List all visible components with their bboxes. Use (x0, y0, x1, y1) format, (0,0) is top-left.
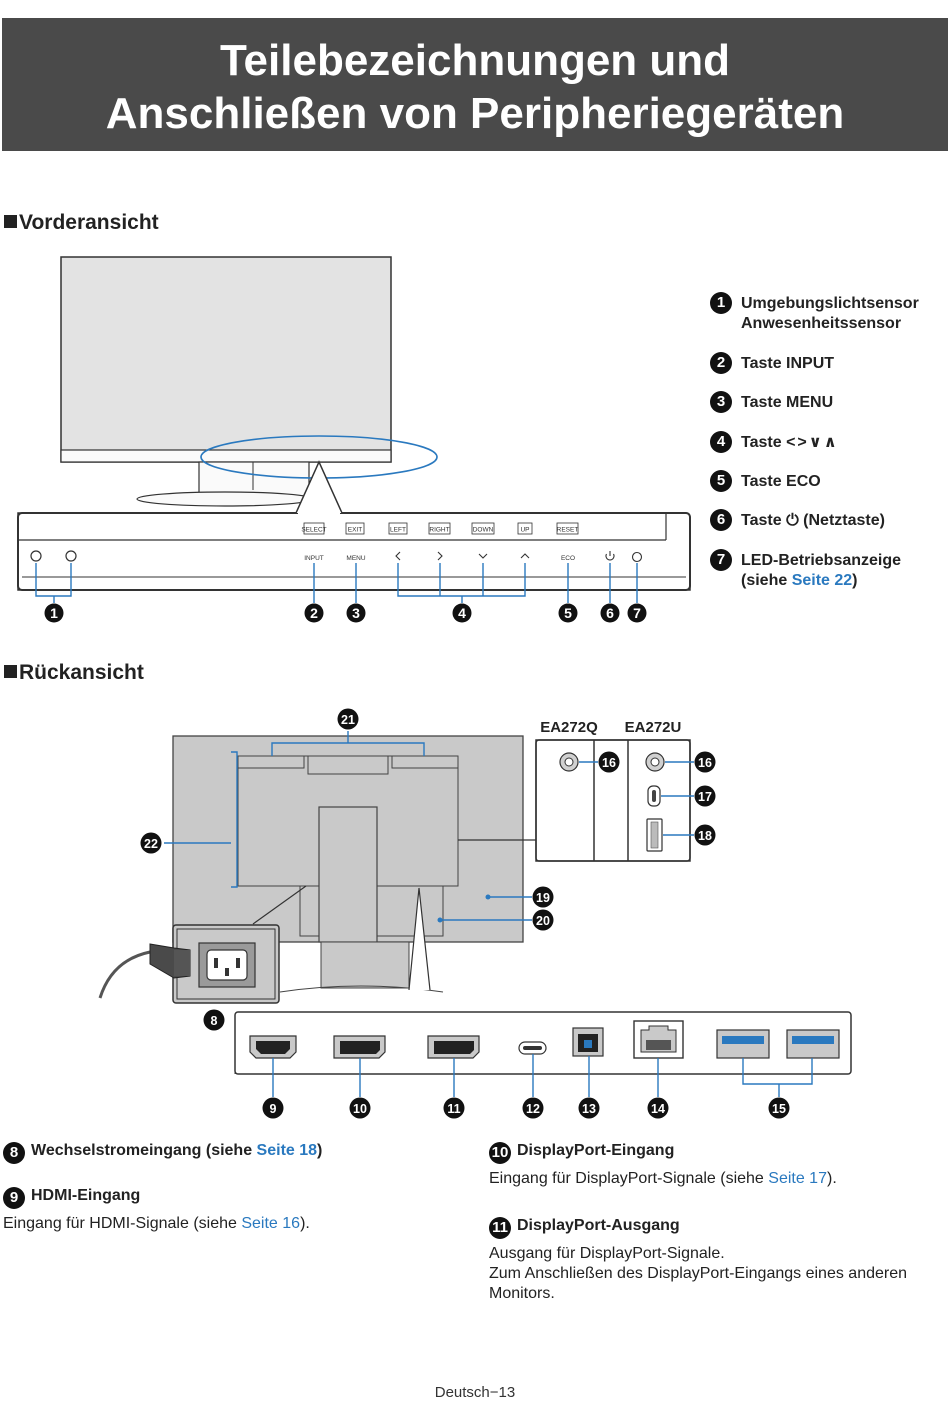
callout-7: 7 (633, 605, 641, 621)
rear-view-heading: Rückansicht (4, 661, 144, 685)
model-label-ea272u: EA272U (625, 719, 682, 736)
title-line-2: Anschließen von Peripheriegeräten (105, 89, 845, 138)
menu-key-label: MENU (346, 555, 365, 562)
page-link-18[interactable]: Seite 18 (256, 1142, 318, 1159)
callout-1: 1 (50, 605, 58, 621)
up-key-icon (520, 553, 530, 559)
square-bullet-icon (4, 665, 17, 678)
navigation-arrows-icon: <>∨∧ (786, 434, 839, 451)
callout-19: 19 (536, 891, 550, 905)
callout-5: 5 (564, 605, 572, 621)
callout-2: 2 (310, 605, 318, 621)
callout-6: 6 (606, 605, 614, 621)
callout-13: 13 (582, 1102, 596, 1116)
page-footer: Deutsch−13 (434, 1384, 516, 1401)
button-label-left: LEFT (390, 527, 406, 534)
usb-b-port (572, 1027, 604, 1057)
callout-4: 4 (458, 605, 466, 621)
front-view-diagram: SELECT EXIT LEFT RIGHT DOWN UP RESET INP… (17, 256, 691, 623)
front-view-heading: Vorderansicht (4, 211, 159, 235)
button-label-down: DOWN (473, 527, 494, 534)
lan-port (633, 1020, 684, 1059)
button-label-right: RIGHT (429, 527, 449, 534)
callout-12: 12 (526, 1102, 540, 1116)
callout-14: 14 (651, 1102, 665, 1116)
presence-sensor (65, 550, 77, 562)
button-label-select: SELECT (301, 527, 326, 534)
callout-10: 10 (353, 1102, 367, 1116)
page-link-17[interactable]: Seite 17 (768, 1170, 827, 1187)
callout-16-ea272q: 16 (602, 756, 616, 770)
page-link-16[interactable]: Seite 16 (241, 1215, 301, 1232)
button-label-up: UP (520, 527, 529, 534)
button-label-row: SELECT EXIT LEFT RIGHT DOWN UP RESET (301, 522, 579, 535)
right-key-icon (437, 551, 443, 561)
callout-16-ea272u: 16 (698, 756, 712, 770)
button-label-exit: EXIT (348, 527, 362, 534)
monitor-base (136, 491, 314, 507)
title-line-1: Teilebezeichnungen und (219, 36, 731, 85)
callout-18: 18 (698, 829, 712, 843)
power-icon: ⏻ (786, 512, 799, 529)
usb-a-port-2 (786, 1029, 840, 1059)
eco-key-label: ECO (561, 555, 575, 562)
hdmi-port (249, 1035, 297, 1059)
ambient-light-sensor (30, 550, 42, 562)
stand-column (318, 806, 378, 943)
down-key-icon (478, 553, 488, 559)
title-banner: Teilebezeichnungen und Anschließen von P… (2, 18, 948, 151)
callout-3: 3 (352, 605, 360, 621)
headphone-jack-ea272u (645, 752, 665, 772)
model-label-ea272q: EA272Q (540, 719, 598, 736)
power-key-icon (605, 551, 615, 561)
power-led-indicator (631, 551, 643, 563)
page-link-22[interactable]: Seite 22 (791, 572, 853, 589)
rear-view-diagram: EA272Q EA272U (98, 708, 852, 1119)
callout-21: 21 (341, 713, 355, 727)
displayport-in-port (333, 1035, 386, 1059)
callout-20: 20 (536, 914, 550, 928)
displayport-out-port (427, 1035, 480, 1059)
usb-a-port-1 (716, 1029, 770, 1059)
usb-c-port (518, 1041, 547, 1055)
callout-11: 11 (447, 1102, 460, 1116)
power-cable-icon (98, 943, 191, 999)
headphone-jack-ea272q (559, 752, 579, 772)
square-bullet-icon (4, 215, 17, 228)
callout-17: 17 (698, 790, 712, 804)
callout-15: 15 (772, 1102, 786, 1116)
callout-9: 9 (270, 1102, 277, 1116)
button-label-reset: RESET (557, 527, 579, 534)
callout-22: 22 (144, 837, 158, 851)
monitor-screen (60, 256, 392, 463)
left-key-icon (395, 551, 401, 561)
input-key-label: INPUT (304, 555, 324, 562)
callout-8: 8 (211, 1014, 218, 1028)
